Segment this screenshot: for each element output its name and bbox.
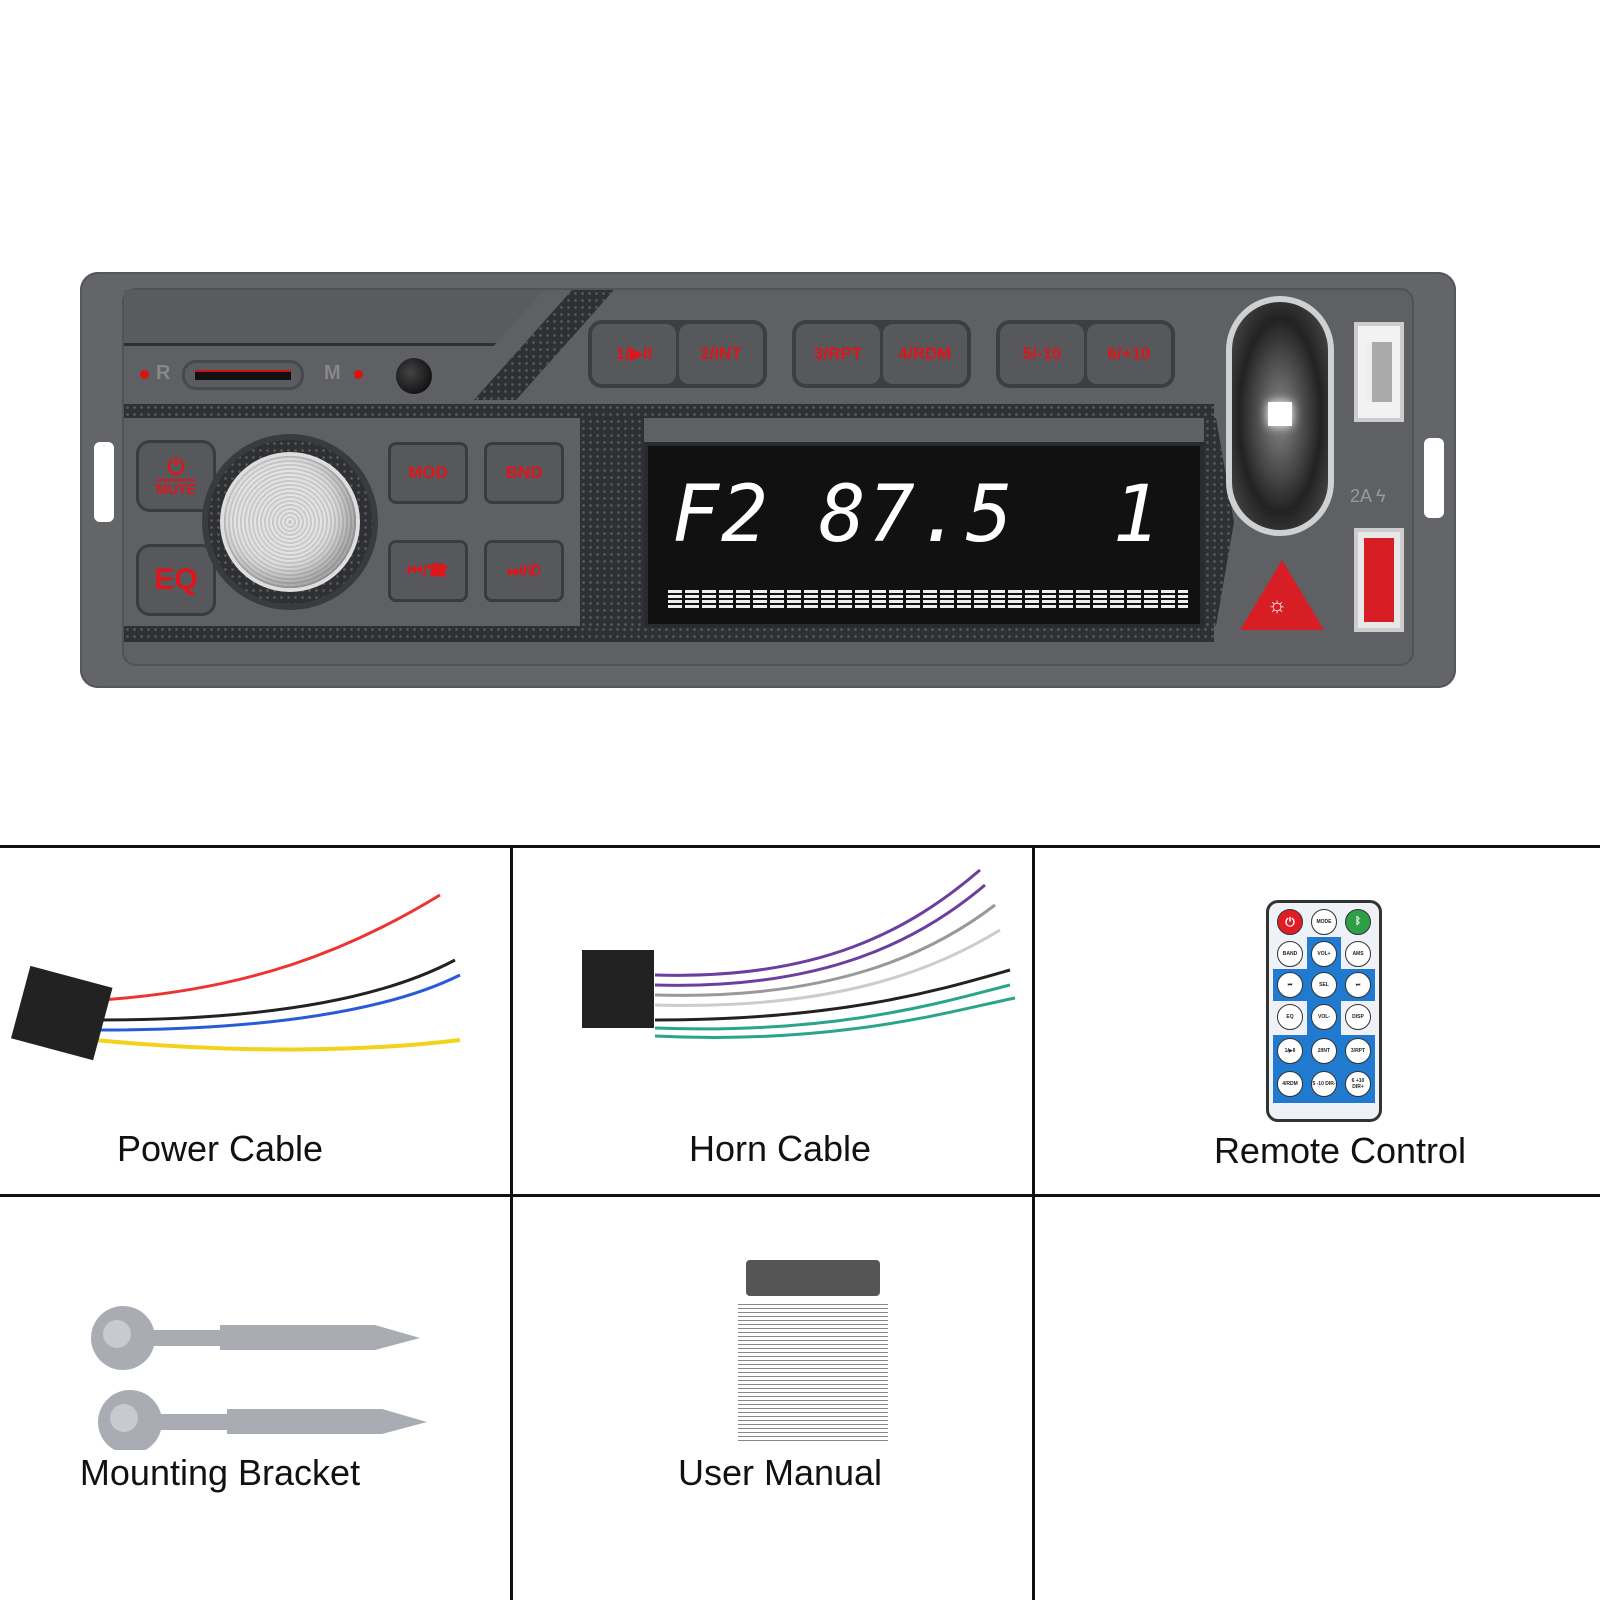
remote-button[interactable]: 5 -10 DIR-	[1311, 1071, 1337, 1097]
remote-button[interactable]: 3/RPT	[1345, 1038, 1371, 1064]
remote-button[interactable]: BAND	[1277, 941, 1303, 967]
eq-button[interactable]: EQ	[136, 544, 216, 616]
remote-bluetooth-button[interactable]: ᛒ	[1345, 909, 1371, 935]
power-mute-button[interactable]: ⏻ MUTE	[136, 440, 216, 512]
speaker-grille	[124, 626, 1214, 642]
aux-input-jack[interactable]	[396, 358, 432, 394]
preset-group-3: 5/-10 6/+10	[996, 320, 1175, 388]
remote-button[interactable]: VOL+	[1311, 941, 1337, 967]
power-icon: ⏻	[167, 454, 185, 479]
frequency-readout: F2 87.5 1	[672, 470, 1162, 560]
mounting-bracket-image	[91, 1306, 427, 1450]
user-manual-image	[738, 1260, 888, 1450]
preset-2-intro-button[interactable]: 2/INT	[679, 324, 763, 384]
sd-card-slot[interactable]	[182, 360, 304, 390]
lcd-display: F2 87.5 1	[644, 442, 1204, 628]
remote-button[interactable]: DISP	[1345, 1004, 1371, 1030]
horn-cable-label: Horn Cable	[688, 1128, 872, 1169]
mic-label: M	[324, 362, 341, 384]
mounting-bracket-label: Mounting Bracket	[79, 1452, 361, 1493]
remote-button[interactable]: AMS	[1345, 941, 1371, 967]
power-cable-label: Power Cable	[116, 1128, 324, 1169]
spectrum-bars	[668, 588, 1188, 608]
preset-4-random-button[interactable]: 4/RDM	[883, 324, 967, 384]
prev-hangup-button[interactable]: ⏮/☎	[388, 540, 468, 602]
preset-6-plus10-button[interactable]: 6/+10	[1087, 324, 1171, 384]
next-answer-button[interactable]: ⏭/✆	[484, 540, 564, 602]
faceplate: R M 1/▶II 2/INT 3/RPT 4/RDM 5/-10 6/+10 …	[122, 288, 1414, 666]
grid-divider	[1032, 845, 1035, 1600]
band-button[interactable]: BND	[484, 442, 564, 504]
indicator-dot	[354, 370, 363, 379]
remote-control-image: ⏻ MODE ᛒ BAND VOL+ AMS ⏮ SEL ⏭ EQ VOL- D…	[1266, 900, 1382, 1122]
remote-button[interactable]: 2/INT	[1311, 1038, 1337, 1064]
mounting-slot	[1424, 438, 1444, 518]
usb-port-red[interactable]	[1354, 528, 1404, 632]
usb-port-white[interactable]	[1354, 322, 1404, 422]
preset-3-repeat-button[interactable]: 3/RPT	[796, 324, 880, 384]
hazard-light-button[interactable]	[1240, 560, 1324, 630]
speaker-grille	[124, 404, 1214, 418]
top-flap	[124, 290, 544, 346]
reset-label: R	[156, 362, 171, 384]
usb-charge-label: 2A ϟ	[1350, 486, 1386, 506]
preset-group-1: 1/▶II 2/INT	[588, 320, 767, 388]
grid-divider	[510, 845, 513, 1600]
remote-button[interactable]: VOL-	[1311, 1004, 1337, 1030]
remote-button[interactable]: ⏮	[1277, 972, 1303, 998]
mounting-slot	[94, 442, 114, 522]
remote-button[interactable]: ⏭	[1345, 972, 1371, 998]
remote-button[interactable]: EQ	[1277, 1004, 1303, 1030]
remote-control-label: Remote Control	[1213, 1130, 1467, 1171]
power-cable-image	[11, 893, 461, 1061]
remote-button[interactable]: 4/RDM	[1277, 1071, 1303, 1097]
preset-5-minus10-button[interactable]: 5/-10	[1000, 324, 1084, 384]
remote-button[interactable]: MODE	[1311, 909, 1337, 935]
light-icon: ☼	[1267, 592, 1288, 617]
grid-divider	[0, 1194, 1600, 1197]
ambient-light-lens	[1226, 296, 1334, 536]
grid-divider	[0, 845, 1600, 848]
mode-button[interactable]: MOD	[388, 442, 468, 504]
remote-power-button[interactable]: ⏻	[1277, 909, 1303, 935]
mute-label: MUTE	[156, 479, 196, 497]
indicator-dot	[140, 370, 149, 379]
preset-group-2: 3/RPT 4/RDM	[792, 320, 971, 388]
car-stereo-unit: R M 1/▶II 2/INT 3/RPT 4/RDM 5/-10 6/+10 …	[80, 272, 1456, 688]
user-manual-label: User Manual	[677, 1452, 883, 1493]
remote-button[interactable]: 1/▶II	[1277, 1038, 1303, 1064]
volume-knob[interactable]	[224, 456, 356, 588]
speaker-grille	[580, 418, 644, 626]
horn-cable-image	[582, 868, 1016, 1039]
preset-1-play-pause-button[interactable]: 1/▶II	[592, 324, 676, 384]
remote-button[interactable]: 6 +10 DIR+	[1345, 1071, 1371, 1097]
remote-button[interactable]: SEL	[1311, 972, 1337, 998]
